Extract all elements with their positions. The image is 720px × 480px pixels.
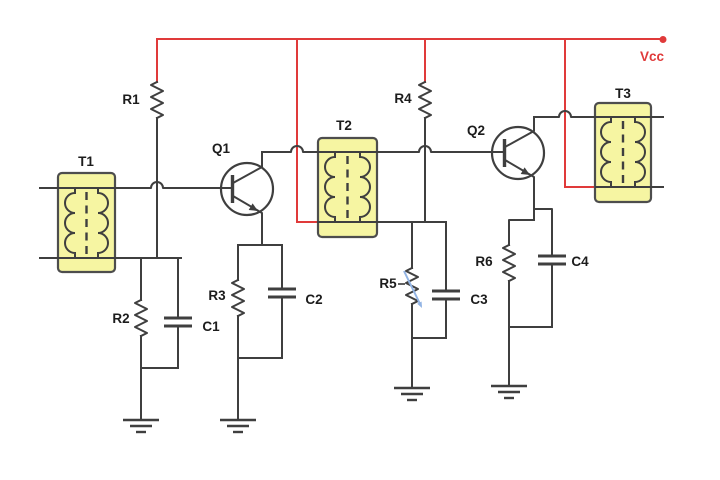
vcc-drop-t3: [564, 38, 597, 188]
t1-primary-winding: [64, 188, 76, 258]
q2-emitter-branch-right: [533, 208, 553, 257]
t3-secondary-winding: [634, 117, 646, 187]
ground-symbol-4: [491, 326, 527, 400]
resistor-r6: [502, 243, 516, 328]
q2-collector-lead: [503, 116, 535, 149]
ground-symbol-3: [394, 337, 430, 402]
r4-label: R4: [394, 91, 412, 106]
q2-label: Q2: [467, 123, 485, 138]
r3-label: R3: [208, 288, 226, 303]
t2-label: T2: [336, 118, 352, 133]
ground-symbol-1: [123, 367, 159, 434]
c3-label: C3: [470, 292, 488, 307]
t1-secondary-winding: [97, 188, 109, 258]
t1-label: T1: [78, 154, 94, 169]
vcc-label: Vcc: [640, 49, 665, 64]
c1-label: C1: [202, 319, 220, 334]
q1-body: [219, 161, 275, 217]
r3-zigzag: [231, 278, 245, 318]
resistor-r5: [403, 221, 422, 339]
t2-secondary-winding: [359, 152, 371, 222]
r5-adjust-arrow-head: [417, 301, 422, 308]
vcc-terminal-dot: [659, 36, 667, 43]
capacitor-c2: [268, 244, 296, 359]
vcc-rail: [156, 36, 667, 223]
r1-label: R1: [122, 92, 140, 107]
capacitor-c3: [432, 221, 460, 339]
resistor-r4: [418, 80, 432, 120]
t2-primary-winding: [324, 152, 336, 222]
q1-collector-lead: [231, 151, 263, 185]
q1-label: Q1: [212, 141, 231, 156]
q2-collector-wire: [533, 110, 664, 118]
transformer-t3: [593, 101, 653, 204]
t3-label: T3: [615, 86, 631, 101]
q1-emitter-lead: [231, 194, 263, 246]
r6-label: R6: [475, 254, 493, 269]
capacitor-c1: [164, 257, 192, 369]
transistor-q2: [490, 116, 553, 257]
resistor-r1: [150, 80, 164, 120]
stage-coupling-wire: [261, 145, 505, 153]
transistor-q1: [219, 151, 275, 246]
ground-symbol-2: [220, 357, 256, 434]
q2-body: [490, 125, 546, 181]
c4-label: C4: [571, 254, 589, 269]
r1-zigzag: [150, 80, 164, 120]
r2-zigzag: [134, 298, 148, 338]
r2-label: R2: [112, 311, 129, 326]
resistor-r2: [134, 257, 148, 369]
transformer-t2: [316, 136, 379, 239]
r6-zigzag: [502, 243, 516, 283]
r4-zigzag: [418, 80, 432, 120]
transformer-t1: [56, 171, 117, 274]
q1-emitter-arrow: [248, 203, 258, 211]
q2-emitter-arrow: [520, 167, 530, 175]
q2-emitter-branch-left: [508, 219, 535, 246]
resistor-r3: [231, 244, 245, 359]
r5-adjust-arrow: [403, 270, 422, 307]
c2-label: C2: [305, 292, 322, 307]
r5-label: R5: [379, 276, 397, 291]
vcc-drop-t2: [296, 38, 320, 223]
capacitor-c4: [538, 254, 566, 328]
t3-primary-winding: [600, 117, 612, 187]
q2-emitter-lead: [503, 158, 535, 221]
